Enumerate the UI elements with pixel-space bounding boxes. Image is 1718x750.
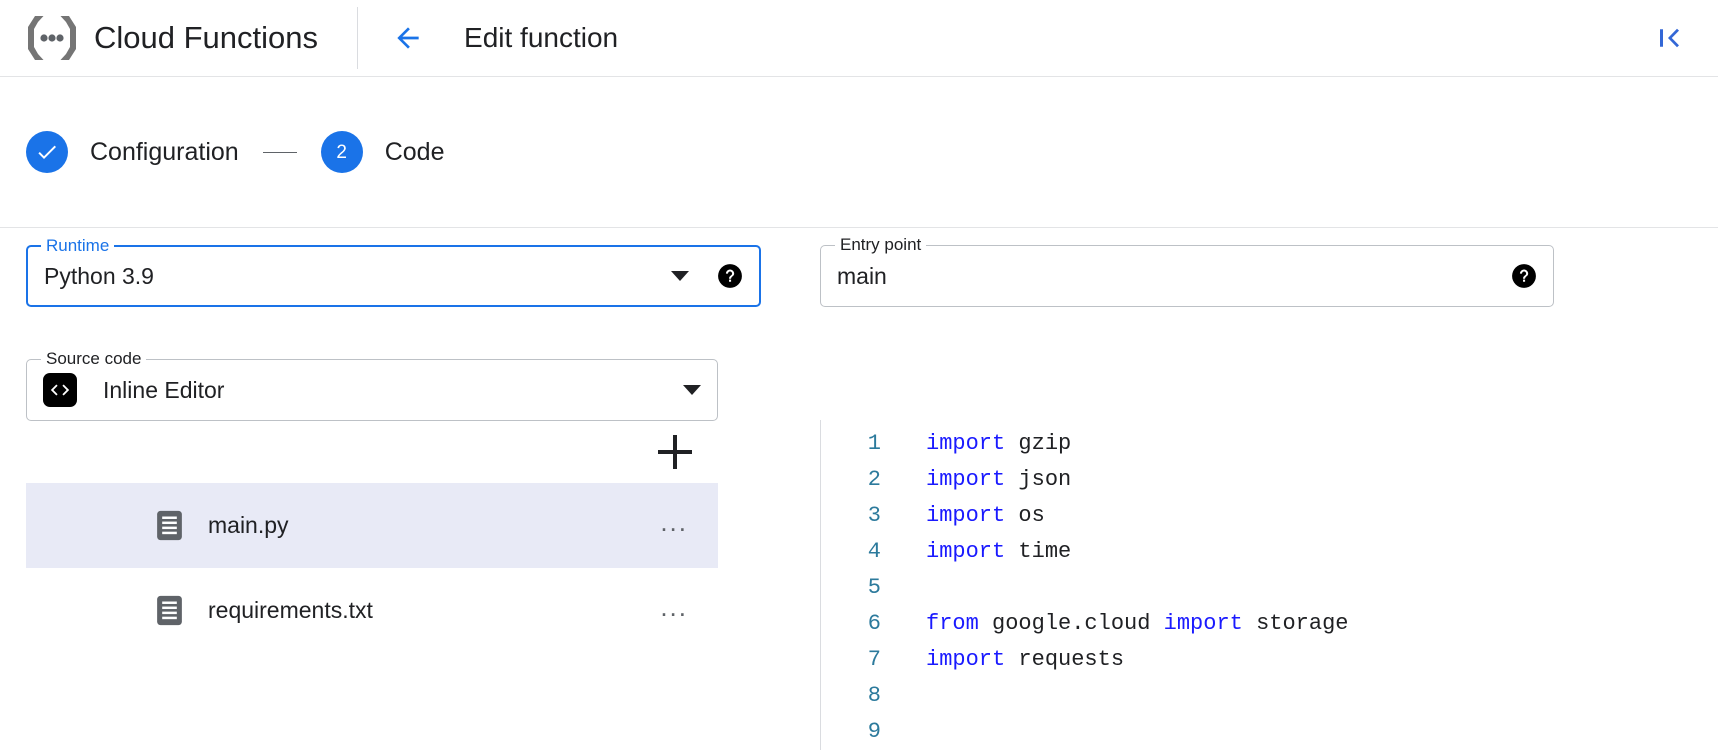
entry-point-field-wrapper: Entry point main (820, 235, 1554, 307)
left-column: Runtime Python 3.9 Source code Inline Ed… (0, 236, 820, 750)
code-line: import os (926, 498, 1718, 534)
step-indicator-active: 2 (320, 131, 363, 173)
line-number: 6 (867, 611, 881, 636)
code-keyword: import (926, 503, 1006, 528)
code-identifier: requests (1005, 647, 1125, 672)
code-line: import json (926, 462, 1718, 498)
line-number: 1 (867, 431, 881, 456)
code-line: import gzip (926, 426, 1718, 462)
file-name: main.py (208, 512, 289, 538)
stepper-step-code[interactable]: 2 Code (320, 131, 445, 173)
product-title: Cloud Functions (94, 20, 319, 55)
code-identifier: json (1005, 467, 1072, 492)
code-line: import time (926, 534, 1718, 570)
source-code-value: Inline Editor (103, 376, 225, 403)
app-header: Cloud Functions Edit function (0, 0, 1718, 77)
code-line (926, 678, 1718, 714)
content-area: Runtime Python 3.9 Source code Inline Ed… (0, 228, 1718, 750)
code-identifier: gzip (1005, 431, 1072, 456)
code-line (926, 714, 1718, 750)
line-number: 9 (867, 719, 881, 744)
code-identifier: time (1005, 539, 1072, 564)
editor-gutter: 1 2 3 4 5 6 7 8 9 (821, 426, 881, 750)
code-keyword: import (926, 647, 1006, 672)
line-number: 5 (867, 575, 881, 600)
code-identifier: google.cloud (978, 611, 1164, 636)
file-list: main.py ... requirements.txt ... (26, 483, 718, 653)
line-number: 8 (867, 683, 881, 708)
step-indicator-completed (26, 131, 68, 173)
code-keyword: import (926, 539, 1006, 564)
collapse-panel-button[interactable] (1646, 14, 1694, 62)
header-divider (357, 7, 359, 69)
brand[interactable]: Cloud Functions (0, 0, 318, 76)
file-toolbar (26, 421, 718, 483)
source-code-field-wrapper: Source code Inline Editor (26, 349, 718, 421)
step-number: 2 (336, 141, 347, 163)
runtime-select[interactable]: Runtime Python 3.9 (26, 236, 761, 307)
code-brackets-icon (43, 373, 77, 407)
add-file-button[interactable] (658, 435, 692, 469)
help-icon[interactable] (1511, 263, 1537, 289)
code-line: import requests (926, 642, 1718, 678)
code-brackets-glyph (50, 384, 70, 396)
file-icon (157, 595, 182, 626)
line-number: 2 (867, 467, 881, 492)
line-number: 4 (867, 539, 881, 564)
code-keyword: import (1163, 611, 1243, 636)
source-code-label: Source code (41, 349, 147, 369)
code-identifier: storage (1242, 611, 1349, 636)
wizard-stepper: Configuration 2 Code (0, 77, 1718, 228)
runtime-field-wrapper: Runtime Python 3.9 (26, 236, 761, 307)
back-button[interactable] (384, 14, 432, 62)
more-horizontal-icon[interactable]: ... (660, 591, 688, 622)
code-keyword: import (926, 431, 1006, 456)
cloud-functions-logo (28, 16, 76, 60)
line-number: 3 (867, 503, 881, 528)
source-code-select[interactable]: Source code Inline Editor (26, 349, 718, 421)
entry-point-field[interactable]: Entry point main (820, 235, 1554, 307)
code-line (926, 570, 1718, 606)
runtime-label: Runtime (41, 236, 115, 256)
stepper-step-configuration[interactable]: Configuration (26, 131, 239, 173)
entry-point-input[interactable]: main (837, 262, 887, 289)
file-name: requirements.txt (208, 597, 373, 623)
page-title: Edit function (464, 22, 619, 53)
more-horizontal-icon[interactable]: ... (660, 506, 688, 537)
arrow-left-icon (397, 27, 419, 49)
chevron-down-icon[interactable] (671, 271, 689, 281)
check-icon (38, 145, 56, 159)
code-keyword: import (926, 467, 1006, 492)
line-number: 7 (867, 647, 881, 672)
stepper-connector (262, 151, 297, 153)
collapse-panel-icon (1660, 28, 1679, 48)
code-line: from google.cloud import storage (926, 606, 1718, 642)
file-list-item-requirements-txt[interactable]: requirements.txt ... (26, 568, 718, 653)
stepper-label-code: Code (384, 137, 445, 166)
runtime-value: Python 3.9 (44, 262, 154, 289)
file-list-item-main-py[interactable]: main.py ... (26, 483, 718, 568)
code-keyword: from (926, 611, 979, 636)
code-identifier: os (1005, 503, 1045, 528)
stepper-label-configuration: Configuration (90, 137, 239, 166)
right-column: Entry point main 1 2 3 4 5 6 7 8 9 im (820, 235, 1718, 750)
help-icon[interactable] (717, 263, 743, 289)
chevron-down-icon[interactable] (683, 385, 701, 395)
entry-point-label: Entry point (835, 235, 927, 255)
file-icon (157, 510, 182, 541)
